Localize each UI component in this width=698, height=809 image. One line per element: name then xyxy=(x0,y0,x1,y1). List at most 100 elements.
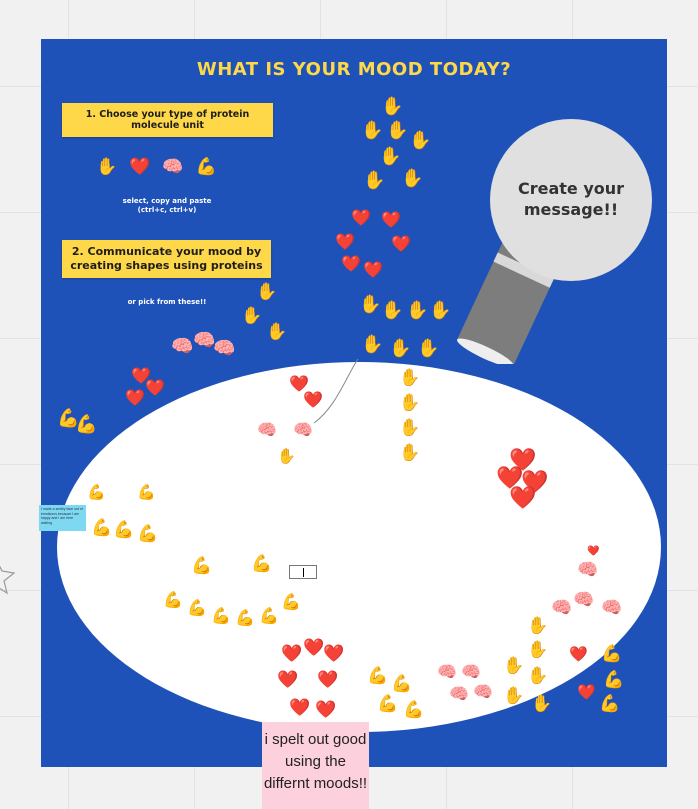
heart-icon[interactable]: ❤️ xyxy=(509,447,537,472)
hand-icon[interactable]: ✋ xyxy=(381,96,404,116)
brain-icon[interactable]: 🧠 xyxy=(473,684,493,701)
heart-icon[interactable]: ❤️ xyxy=(303,638,325,657)
heart-icon[interactable]: ❤️ xyxy=(129,157,151,176)
muscle-icon[interactable]: 💪 xyxy=(259,608,279,625)
heart-icon[interactable]: ❤️ xyxy=(323,644,345,663)
heart-icon[interactable]: ❤️ xyxy=(496,465,524,490)
muscle-icon[interactable]: 💪 xyxy=(57,408,80,428)
brain-icon[interactable]: 🧠 xyxy=(437,664,457,681)
hand-icon[interactable]: ✋ xyxy=(277,448,296,465)
hand-icon[interactable]: ✋ xyxy=(96,157,118,176)
heart-icon[interactable]: ❤️ xyxy=(335,234,355,251)
hand-icon[interactable]: ✋ xyxy=(409,130,432,150)
heart-icon[interactable]: ❤️ xyxy=(277,670,299,689)
hand-icon[interactable]: ✋ xyxy=(363,170,386,190)
mood-ellipse[interactable] xyxy=(57,362,661,732)
heart-icon[interactable]: ❤️ xyxy=(281,644,303,663)
muscle-icon[interactable]: 💪 xyxy=(603,670,625,689)
hand-icon[interactable]: ✋ xyxy=(503,656,525,675)
heart-icon[interactable]: ❤️ xyxy=(587,546,600,557)
hand-icon[interactable]: ✋ xyxy=(381,300,404,320)
heart-icon[interactable]: ❤️ xyxy=(341,256,361,273)
muscle-icon[interactable]: 💪 xyxy=(211,608,231,625)
hand-icon[interactable]: ✋ xyxy=(399,418,421,437)
brain-icon[interactable]: 🧠 xyxy=(461,664,481,681)
hand-icon[interactable]: ✋ xyxy=(399,393,421,412)
muscle-icon[interactable]: 💪 xyxy=(377,694,399,713)
brain-icon[interactable]: 🧠 xyxy=(551,598,573,617)
heart-icon[interactable]: ❤️ xyxy=(289,698,311,717)
brain-icon[interactable]: 🧠 xyxy=(601,598,623,617)
muscle-icon[interactable]: 💪 xyxy=(599,694,621,713)
hand-icon[interactable]: ✋ xyxy=(361,334,384,354)
hand-icon[interactable]: ✋ xyxy=(527,640,549,659)
muscle-icon[interactable]: 💪 xyxy=(113,520,135,539)
muscle-icon[interactable]: 💪 xyxy=(235,610,255,627)
pink-sticky-note[interactable]: i spelt out good using the differnt mood… xyxy=(262,722,369,809)
hand-icon[interactable]: ✋ xyxy=(386,120,409,140)
heart-icon[interactable]: ❤️ xyxy=(363,262,383,279)
hand-icon[interactable]: ✋ xyxy=(527,666,549,685)
hand-icon[interactable]: ✋ xyxy=(417,338,440,358)
hand-icon[interactable]: ✋ xyxy=(503,686,525,705)
muscle-icon[interactable]: 💪 xyxy=(391,674,413,693)
muscle-icon[interactable]: 💪 xyxy=(137,524,159,543)
hand-icon[interactable]: ✋ xyxy=(399,368,421,387)
hand-icon[interactable]: ✋ xyxy=(389,338,412,358)
brain-icon[interactable]: 🧠 xyxy=(449,686,469,703)
muscle-icon[interactable]: 💪 xyxy=(163,592,183,609)
blue-sticky-note[interactable]: I made a smiley face out of emoticons be… xyxy=(39,505,86,531)
heart-icon[interactable]: ❤️ xyxy=(131,368,151,385)
hand-icon[interactable]: ✋ xyxy=(361,120,384,140)
brain-icon[interactable]: 🧠 xyxy=(577,560,599,579)
hand-icon[interactable]: ✋ xyxy=(429,300,452,320)
message-circle[interactable]: Create your message!! xyxy=(490,119,652,281)
muscle-icon[interactable]: 💪 xyxy=(91,518,113,537)
hand-icon[interactable]: ✋ xyxy=(359,294,382,314)
muscle-icon[interactable]: 💪 xyxy=(187,600,207,617)
step-2-note[interactable]: 2. Communicate your mood by creating sha… xyxy=(62,240,271,278)
heart-icon[interactable]: ❤️ xyxy=(381,212,401,229)
brain-icon[interactable]: 🧠 xyxy=(171,336,194,356)
muscle-icon[interactable]: 💪 xyxy=(137,484,156,501)
heart-icon[interactable]: ❤️ xyxy=(317,670,339,689)
hand-icon[interactable]: ✋ xyxy=(379,146,402,166)
heart-icon[interactable]: ❤️ xyxy=(289,376,309,393)
hand-icon[interactable]: ✋ xyxy=(256,282,278,301)
hand-icon[interactable]: ✋ xyxy=(406,300,429,320)
muscle-icon[interactable]: 💪 xyxy=(195,157,217,176)
brain-icon[interactable]: 🧠 xyxy=(573,590,595,609)
text-cursor-box[interactable] xyxy=(289,565,317,579)
heart-icon[interactable]: ❤️ xyxy=(569,646,588,663)
hand-icon[interactable]: ✋ xyxy=(266,322,288,341)
hand-icon[interactable]: ✋ xyxy=(401,168,424,188)
heart-icon[interactable]: ❤️ xyxy=(577,684,596,701)
brain-icon[interactable]: 🧠 xyxy=(193,330,216,350)
brain-icon[interactable]: 🧠 xyxy=(293,422,313,439)
muscle-icon[interactable]: 💪 xyxy=(367,666,389,685)
heart-icon[interactable]: ❤️ xyxy=(125,390,145,407)
muscle-icon[interactable]: 💪 xyxy=(75,414,98,434)
muscle-icon[interactable]: 💪 xyxy=(403,700,425,719)
heart-icon[interactable]: ❤️ xyxy=(391,236,411,253)
muscle-icon[interactable]: 💪 xyxy=(601,644,623,663)
muscle-icon[interactable]: 💪 xyxy=(251,554,273,573)
hand-icon[interactable]: ✋ xyxy=(241,306,263,325)
step-1-note[interactable]: 1. Choose your type of protein molecule … xyxy=(62,103,273,137)
hand-icon[interactable]: ✋ xyxy=(531,694,553,713)
mood-board[interactable]: WHAT IS YOUR MOOD TODAY? 1. Choose your … xyxy=(41,39,667,767)
heart-icon[interactable]: ❤️ xyxy=(521,469,549,494)
brain-icon[interactable]: 🧠 xyxy=(213,338,236,358)
heart-icon[interactable]: ❤️ xyxy=(351,210,371,227)
star-icon[interactable] xyxy=(0,555,16,595)
heart-icon[interactable]: ❤️ xyxy=(145,380,165,397)
heart-icon[interactable]: ❤️ xyxy=(509,485,537,510)
brain-icon[interactable]: 🧠 xyxy=(257,422,277,439)
heart-icon[interactable]: ❤️ xyxy=(303,392,323,409)
muscle-icon[interactable]: 💪 xyxy=(87,484,106,501)
heart-icon[interactable]: ❤️ xyxy=(315,700,337,719)
hand-icon[interactable]: ✋ xyxy=(527,616,549,635)
hand-icon[interactable]: ✋ xyxy=(399,443,421,462)
muscle-icon[interactable]: 💪 xyxy=(281,594,301,611)
muscle-icon[interactable]: 💪 xyxy=(191,556,213,575)
